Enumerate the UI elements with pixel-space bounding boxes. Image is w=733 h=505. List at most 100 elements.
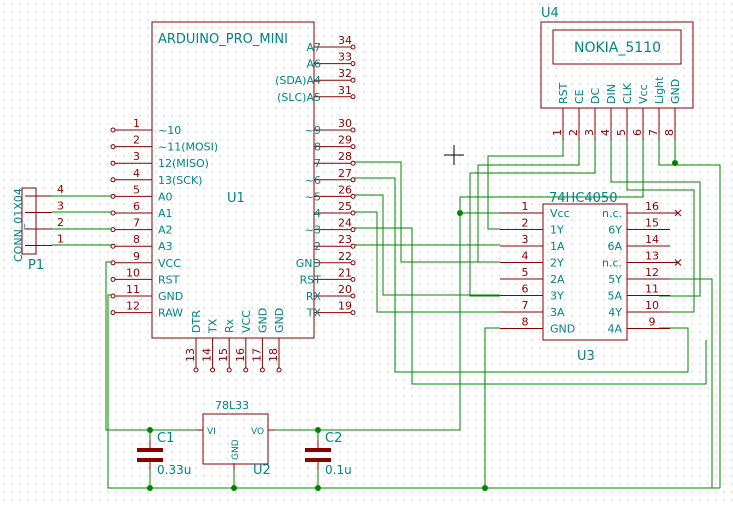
pin-number: 1 <box>57 233 64 246</box>
regulator-value: 78L33 <box>215 399 249 412</box>
pin-endpoint <box>259 367 265 373</box>
pin-label: 5Y <box>608 273 622 286</box>
pin-number: 1 <box>522 200 529 213</box>
pin-number: 30 <box>338 117 352 130</box>
conn-ref: P1 <box>28 258 44 273</box>
capacitor-c2[interactable]: C2 0.1u <box>305 431 352 477</box>
pin-number: 13 <box>645 250 659 263</box>
pin-number: 3 <box>133 150 140 163</box>
pin-label: ~9 <box>305 124 321 137</box>
arduino-pro-mini[interactable]: ARDUINO_PRO_MINI U1 1~102~11(MOSI)312(MI… <box>110 21 356 373</box>
pin-endpoint <box>350 276 356 282</box>
pin-endpoint <box>350 310 356 316</box>
pin-number: 6 <box>522 283 529 296</box>
conn-value: CONN_01X04 <box>12 188 25 262</box>
pin-endpoint <box>193 367 199 373</box>
pin-label: A6 <box>306 58 321 71</box>
pin-label: 4A <box>607 323 622 336</box>
pin-label: RAW <box>158 307 183 320</box>
cursor-crosshair-icon <box>444 145 464 165</box>
pin-number: 1 <box>551 129 564 136</box>
pin-label: A1 <box>158 207 173 220</box>
pin-label: (SLC)A5 <box>277 91 321 104</box>
pin-number: 3 <box>583 129 596 136</box>
pin-label: RST <box>158 273 180 286</box>
pin-number: 24 <box>338 217 352 230</box>
pin-label: ~11(MOSI) <box>158 141 218 154</box>
pin-endpoint <box>276 367 282 373</box>
pin-label: A0 <box>158 190 173 203</box>
pin-endpoint <box>110 193 116 199</box>
pin-label: 2A <box>550 273 565 286</box>
pin-number: 9 <box>649 316 656 329</box>
pin-number: 17 <box>250 348 263 362</box>
pin-label: ~5 <box>305 190 321 203</box>
nokia-5110[interactable]: U4 NOKIA_5110 1RST2CE3DC4DIN5CLK6Vcc7Lig… <box>540 6 694 140</box>
pin-number: 2 <box>567 129 580 136</box>
pin-endpoint <box>110 293 116 299</box>
pin-number: 16 <box>645 200 659 213</box>
pin-number: 3 <box>57 200 64 213</box>
pin-endpoint <box>110 127 116 133</box>
pin-endpoint <box>350 210 356 216</box>
pin-label: 7 <box>314 157 321 170</box>
pin-endpoint <box>350 193 356 199</box>
pin-label: n.c. <box>602 257 622 270</box>
pin-number: 15 <box>645 217 659 230</box>
regulator-78l33[interactable]: 78L33 VI VO GND U2 <box>196 399 275 478</box>
pin-endpoint <box>350 160 356 166</box>
pin-label: ~6 <box>305 174 321 187</box>
pin-endpoint <box>110 260 116 266</box>
pin-endpoint <box>243 367 249 373</box>
pin-label: Rx <box>223 318 236 333</box>
pin-label: VCC <box>158 257 181 270</box>
pin-number: 22 <box>338 250 352 263</box>
pin-label: (SDA)A4 <box>275 74 321 87</box>
mux-ref: U3 <box>577 349 595 364</box>
pin-endpoint <box>110 310 116 316</box>
pin-label: TX <box>207 318 220 334</box>
pin-label: Vcc <box>550 207 570 220</box>
pin-endpoint <box>110 160 116 166</box>
regulator-ref: U2 <box>253 463 271 478</box>
c1-ref: C1 <box>157 431 174 446</box>
pin-label: RST <box>557 82 570 104</box>
pin-number: 18 <box>267 348 280 362</box>
pin-number: 7 <box>522 299 529 312</box>
pin-number: 15 <box>217 348 230 362</box>
pin-number: 2 <box>522 217 529 230</box>
pin-number: 29 <box>338 134 352 147</box>
pin-endpoint <box>350 260 356 266</box>
pin-number: 16 <box>234 348 247 362</box>
mux-value: 74HC4050 <box>549 191 617 206</box>
pin-number: 9 <box>133 250 140 263</box>
pin-number: 21 <box>338 266 352 279</box>
regulator-vi: VI <box>207 427 216 437</box>
pin-number: 25 <box>338 200 352 213</box>
pin-label: Light <box>653 76 666 104</box>
pin-number: 8 <box>133 233 140 246</box>
pin-number: 7 <box>133 217 140 230</box>
pin-endpoint <box>350 144 356 150</box>
pin-endpoint <box>350 243 356 249</box>
nokia-ref: U4 <box>541 6 559 21</box>
pin-endpoint <box>350 44 356 50</box>
pin-label: A7 <box>306 41 321 54</box>
pin-label: GND <box>158 290 183 303</box>
nokia-value: NOKIA_5110 <box>574 40 661 56</box>
pin-label: 13(SCK) <box>158 174 202 187</box>
arduino-left-pins: 1~102~11(MOSI)312(MISO)413(SCK)5A06A17A2… <box>110 117 218 320</box>
pin-number: 11 <box>126 283 140 296</box>
capacitor-c1[interactable]: C1 0.33u <box>137 431 191 477</box>
pin-number: 3 <box>522 233 529 246</box>
pin-number: 5 <box>615 129 628 136</box>
pin-endpoint <box>110 177 116 183</box>
pin-label: A3 <box>158 240 173 253</box>
